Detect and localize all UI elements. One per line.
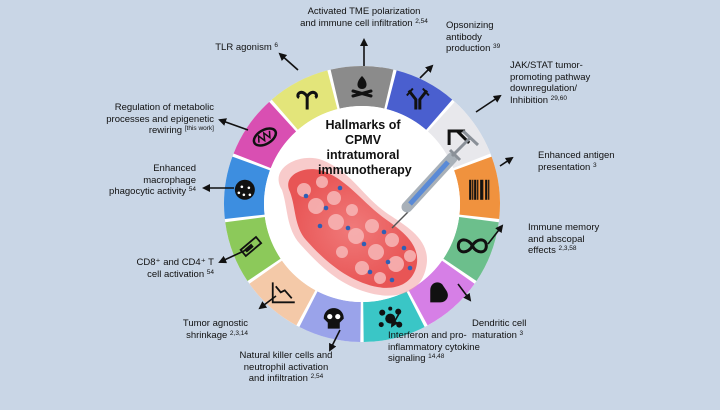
label-line: inflammatory cytokine xyxy=(388,341,480,353)
citation-ref: 6 xyxy=(274,42,278,49)
skull-icon xyxy=(323,308,344,329)
label-line: shrinkage 2,3,14 xyxy=(186,329,248,341)
label-line: CD8⁺ and CD4⁺ T xyxy=(136,257,214,268)
label-arrow xyxy=(258,295,277,310)
citation-ref: 39 xyxy=(493,43,501,50)
tumor-mass xyxy=(278,157,428,296)
antibody-icon xyxy=(406,87,430,110)
arrows xyxy=(202,38,514,352)
citation-ref: [this work] xyxy=(184,125,214,132)
label-line: cell activation 54 xyxy=(147,268,214,280)
citation-ref: 54 xyxy=(188,186,196,193)
label-line: Interferon and pro- xyxy=(388,330,467,341)
label-line: processes and epigenetic xyxy=(106,113,214,125)
citation-ref: 29,60 xyxy=(550,94,567,102)
flexed-arm-icon xyxy=(430,282,448,303)
label-arrow xyxy=(218,118,249,131)
label-line: antibody xyxy=(446,31,482,43)
ring-segment xyxy=(271,70,338,130)
citation-ref: 14,48 xyxy=(428,353,445,360)
citation-ref: 2,54 xyxy=(310,373,324,380)
label-line: Immune memory xyxy=(528,222,600,233)
macrophage-icon xyxy=(234,179,255,200)
label-line: Tumor agnostic xyxy=(182,318,248,329)
label-line: phagocytic activity 54 xyxy=(109,186,196,197)
hallmark-label: TLR agonism 6 xyxy=(215,42,278,54)
battery-icon xyxy=(239,235,263,258)
ring-segment xyxy=(454,156,500,219)
label-line: JAK/STAT tumor- xyxy=(510,60,583,71)
label-arrow xyxy=(499,156,514,167)
label-arrow xyxy=(278,52,299,71)
ring-segment xyxy=(249,260,316,326)
label-line: rewiring [this work] xyxy=(148,125,214,136)
infinity-icon xyxy=(456,238,488,254)
label-line: production 39 xyxy=(446,43,501,54)
label-line: Natural killer cells and xyxy=(239,350,333,361)
label-line: and abscopal xyxy=(528,233,585,245)
citation-ref: 3 xyxy=(519,329,524,337)
citation-ref: 2,54 xyxy=(415,17,428,25)
label-arrow xyxy=(457,283,472,302)
label-line: and immune cell infiltration 2,54 xyxy=(300,17,428,29)
label-line: promoting pathway xyxy=(510,71,591,83)
label-arrow xyxy=(419,64,434,79)
label-line: Enhanced xyxy=(153,163,196,174)
receptor-icon xyxy=(296,90,318,110)
label-line: Dendritic cell xyxy=(472,318,527,329)
fire-icon xyxy=(351,76,373,98)
citation-ref: 54 xyxy=(206,268,214,276)
label-line: Opsonizing xyxy=(446,20,494,31)
diagram-title: Hallmarks of CPMV intratumoral immunothe… xyxy=(318,118,412,177)
label-line: downregulation/ xyxy=(510,83,578,94)
label-line: Enhanced antigen xyxy=(538,150,615,161)
label-line: neutrophil activation xyxy=(243,361,329,373)
label-arrow xyxy=(391,311,401,328)
mitochondria-icon xyxy=(252,127,278,147)
label-line: and infiltration 2,54 xyxy=(248,373,324,384)
label-line: Inhibition 29,60 xyxy=(510,94,567,106)
segments xyxy=(224,65,500,342)
label-arrow xyxy=(487,224,504,245)
citation-ref: 2,3,58 xyxy=(558,245,577,252)
label-line: maturation 3 xyxy=(472,329,524,341)
label-line: signaling 14,48 xyxy=(388,353,445,364)
citation-ref: 2,3,14 xyxy=(229,329,248,337)
label-line: macrophage xyxy=(143,174,196,186)
label-arrow xyxy=(329,329,341,352)
syringe-icon xyxy=(391,129,480,229)
declining-chart-icon xyxy=(271,282,295,304)
hallmark-label: Interferon and pro-inflammatory cytokine… xyxy=(388,330,480,365)
label-line: presentation 3 xyxy=(538,161,597,173)
barcode-icon xyxy=(469,179,490,200)
label-line: Regulation of metabolic xyxy=(114,102,214,113)
citation-ref: 3 xyxy=(592,161,597,169)
label-arrow xyxy=(475,94,502,113)
label-arrow xyxy=(218,249,247,264)
ring-segment xyxy=(233,101,297,169)
label-line: Activated TME polarization xyxy=(307,6,421,17)
label-line: effects 2,3,58 xyxy=(528,245,577,256)
label-line: TLR agonism 6 xyxy=(215,42,278,53)
